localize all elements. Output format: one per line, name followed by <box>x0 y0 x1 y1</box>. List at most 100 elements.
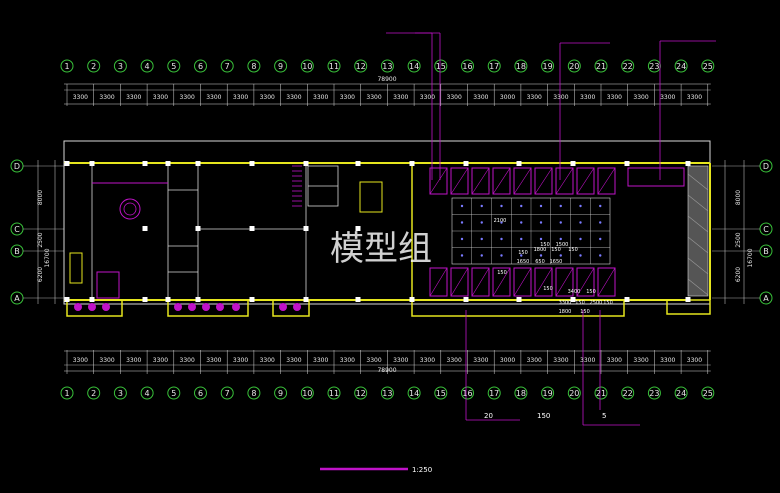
axis-label-bottom: 22 <box>623 389 633 398</box>
column-marker <box>355 226 361 231</box>
plant-icon <box>202 303 210 311</box>
axis-bubble-bottom <box>701 386 715 400</box>
light-fixture <box>539 254 543 257</box>
planter-2 <box>167 299 249 317</box>
light-fixture <box>480 204 483 208</box>
span-label-bottom: 3300 <box>447 357 462 364</box>
axis-bubble-bottom <box>274 386 288 400</box>
span-label-top: 3300 <box>233 94 248 101</box>
span-label-bottom: 3300 <box>313 357 328 364</box>
axis-bubble-bottom <box>541 386 555 400</box>
storage-hatch <box>687 257 709 275</box>
span-label-bottom: 3300 <box>633 357 648 364</box>
east-storage <box>687 165 709 297</box>
light-fixture <box>480 254 483 257</box>
cabinet-hatch <box>597 167 616 195</box>
column-marker <box>142 226 148 231</box>
cabinet-hatch <box>576 167 595 195</box>
cabinet-top <box>429 167 448 195</box>
magenta-fixture <box>96 271 120 299</box>
light-fixture <box>599 204 602 208</box>
total-dimension-top: 78900 <box>377 76 396 83</box>
planter-3 <box>272 299 310 317</box>
axis-bubble-bottom <box>461 386 474 400</box>
column-marker <box>142 297 148 302</box>
span-label-top: 3300 <box>260 94 275 101</box>
light-fixture <box>539 221 543 224</box>
cabinet-hatch <box>492 167 511 195</box>
plant-icon <box>216 303 224 311</box>
span-label-top: 3300 <box>633 94 648 101</box>
light-fixture <box>520 237 523 241</box>
plant-icon <box>188 303 196 311</box>
axis-label-top: 17 <box>489 62 499 71</box>
column-marker <box>570 297 576 302</box>
axis-bubble-top <box>274 59 288 73</box>
span-label-bottom: 3300 <box>473 357 488 364</box>
span-label-top: 3300 <box>73 94 88 101</box>
axis-bubble-top <box>541 59 555 73</box>
inner-dimension: 1800 <box>534 247 547 253</box>
cabinet-hatch <box>513 267 532 297</box>
axis-label-bottom: 4 <box>145 389 150 398</box>
vertical-span-right: 2500 <box>735 232 742 247</box>
magenta-counter <box>627 167 685 187</box>
axis-bubble-bottom <box>487 386 501 400</box>
cabinet-top <box>513 167 532 195</box>
row-label-left: D <box>14 162 20 171</box>
span-label-top: 3300 <box>340 94 355 101</box>
storage-hatch <box>687 236 709 254</box>
light-fixture <box>500 237 503 241</box>
axis-label-bottom: 23 <box>649 389 659 398</box>
axis-bubble-bottom <box>300 386 314 400</box>
cabinet-hatch <box>429 267 448 297</box>
column-marker <box>89 297 95 302</box>
inner-dimension: 150 <box>575 300 585 306</box>
axis-bubble-top <box>113 59 127 73</box>
watermark-text: 模型组 <box>330 229 432 269</box>
inner-dimension: 150 <box>603 300 613 306</box>
round-table <box>119 198 141 220</box>
column-marker <box>624 161 630 166</box>
plant-icon <box>74 303 82 311</box>
column-marker <box>195 297 201 302</box>
axis-bubble-top <box>380 59 394 73</box>
axis-label-top: 8 <box>251 62 256 71</box>
axis-label-top: 21 <box>596 62 606 71</box>
inner-dimension: 3400 <box>568 289 581 295</box>
span-label-top: 3300 <box>393 94 408 101</box>
column-marker <box>516 161 522 166</box>
axis-bubble-bottom <box>567 386 581 400</box>
yellow-fixture <box>69 252 83 284</box>
column-marker <box>64 161 70 166</box>
storage-hatch <box>687 194 709 212</box>
light-fixture <box>539 237 543 241</box>
cabinet-hatch <box>471 167 490 195</box>
inner-dimension: 1650 <box>517 259 530 265</box>
axis-label-bottom: 16 <box>462 389 472 398</box>
column-marker <box>165 297 171 302</box>
floor-plan <box>63 32 716 471</box>
total-dimension-left: 16700 <box>44 248 51 267</box>
terrace-corner <box>666 299 711 315</box>
span-label-top: 3300 <box>580 94 595 101</box>
axis-bubble-bottom <box>514 386 528 400</box>
light-fixture <box>480 237 483 241</box>
span-label-top: 3300 <box>313 94 328 101</box>
axis-label-top: 16 <box>462 62 472 71</box>
light-fixture <box>559 237 562 241</box>
column-marker <box>624 297 630 302</box>
axis-bubble-bottom <box>380 386 394 400</box>
column-marker <box>463 161 469 166</box>
axis-bubble-bottom <box>220 386 234 400</box>
span-label-bottom: 3300 <box>340 357 355 364</box>
light-fixture <box>559 204 562 208</box>
cabinet-bottom <box>555 267 574 297</box>
axis-bubble-bottom <box>621 386 635 400</box>
inner-dimension: 2100 <box>494 218 507 224</box>
axis-label-bottom: 17 <box>489 389 499 398</box>
span-label-top: 3300 <box>687 94 702 101</box>
axis-bubble-top <box>674 59 688 73</box>
span-label-top: 3300 <box>206 94 221 101</box>
